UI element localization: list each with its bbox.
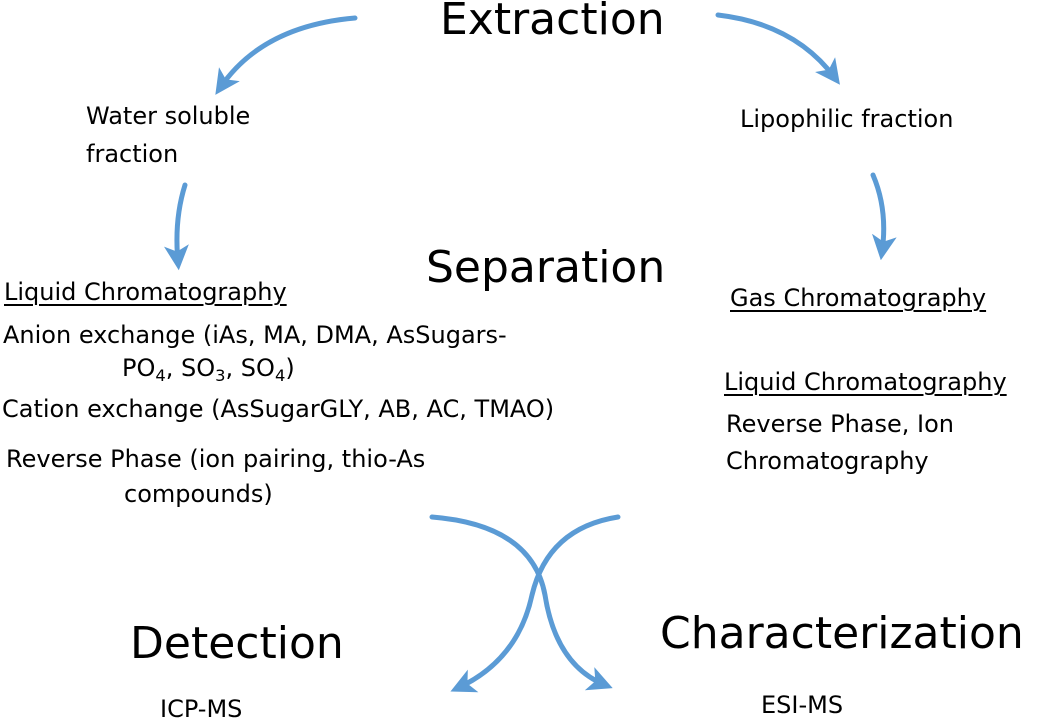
arrow-extraction-to-lipophilic: [715, 12, 840, 85]
extraction-heading: Extraction: [440, 0, 665, 45]
characterization-heading: Characterization: [660, 608, 1024, 659]
cation-exchange-text: Cation exchange (AsSugarGLY, AB, AC, TMA…: [2, 395, 555, 423]
water-soluble-label-line2: fraction: [86, 140, 179, 168]
arrow-separation-to-characterization: [429, 514, 613, 691]
lc-right-line1: Reverse Phase, Ion: [726, 410, 954, 438]
arrow-lipophilic-to-gc: [870, 172, 897, 261]
arrow-extraction-to-water-soluble: [215, 15, 358, 95]
anion-exchange-line1: Anion exchange (iAs, MA, DMA, AsSugars-: [3, 321, 507, 349]
water-soluble-label-line1: Water soluble: [86, 102, 251, 130]
icp-ms-label: ICP-MS: [160, 695, 243, 719]
lc-title-right: Liquid Chromatography: [724, 368, 1007, 396]
lipophilic-label: Lipophilic fraction: [740, 105, 954, 133]
lc-right-line2: Chromatography: [726, 447, 929, 475]
anion-exchange-line2: PO4, SO3, SO4): [122, 354, 295, 385]
reverse-phase-line1: Reverse Phase (ion pairing, thio-As: [6, 445, 426, 473]
arrow-water-soluble-to-lc: [163, 182, 189, 271]
separation-heading: Separation: [426, 242, 666, 293]
esi-ms-label: ESI-MS: [761, 691, 844, 719]
arrow-separation-to-detection: [450, 514, 621, 693]
lc-title-left: Liquid Chromatography: [4, 278, 287, 306]
gc-title: Gas Chromatography: [730, 284, 987, 312]
detection-heading: Detection: [130, 618, 344, 669]
reverse-phase-line2: compounds): [124, 480, 273, 508]
